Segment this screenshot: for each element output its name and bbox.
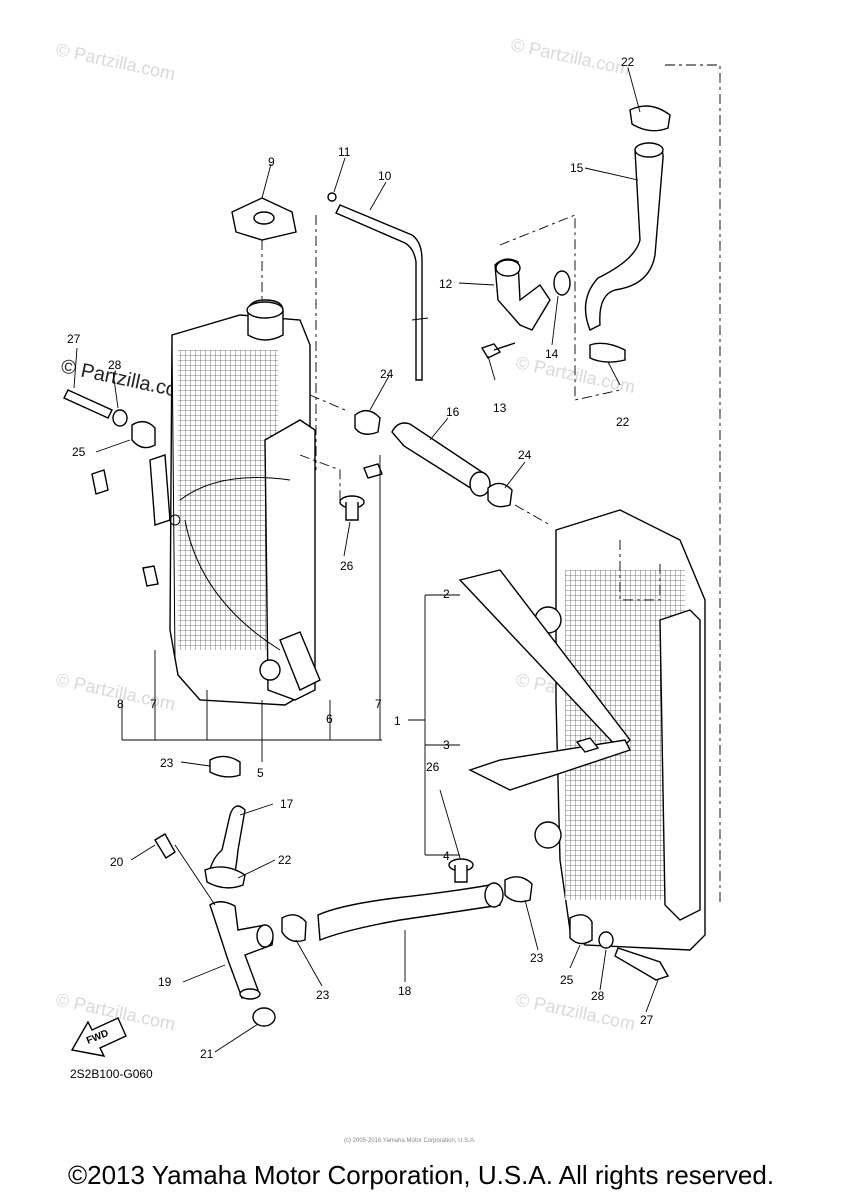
callout-2: 2 [443, 587, 450, 601]
stay-2 [458, 569, 631, 752]
callout-1: 1 [394, 714, 401, 728]
hose-clamp [589, 342, 626, 363]
callout-13: 13 [493, 401, 507, 415]
right-radiator [458, 509, 706, 951]
fine-print: (c) 2005-2016 Yamaha Motor Corporation, … [344, 1138, 476, 1144]
callout-25: 25 [560, 973, 574, 987]
callout-4: 4 [443, 849, 450, 863]
left-fasteners [63, 389, 159, 587]
watermark-text: © Partzilla.com [509, 34, 632, 79]
forward-arrow-icon: FWD [70, 1017, 127, 1057]
group-brackets [121, 64, 721, 905]
callout-28: 28 [108, 358, 122, 372]
watermark-text: © Partzilla.com [514, 989, 637, 1034]
callout-18: 18 [398, 984, 412, 998]
hose-clamp [629, 105, 671, 132]
callout-7: 7 [375, 697, 382, 711]
hose-clamp [354, 410, 381, 435]
callout-labels: 1 2 3 4 5 6 7 7 8 9 10 11 12 13 14 15 16… [67, 55, 654, 1061]
right-fasteners [569, 914, 670, 981]
callout-26: 26 [426, 760, 440, 774]
callout-3: 3 [443, 738, 450, 752]
middle-hose [309, 394, 551, 526]
callout-27: 27 [640, 1013, 654, 1027]
left-radiator [149, 299, 321, 706]
callout-17: 17 [280, 797, 294, 811]
leader-lines [73, 67, 659, 1053]
collar-right [448, 737, 600, 883]
callout-22: 22 [616, 415, 630, 429]
callout-19: 19 [158, 975, 172, 989]
lower-hose-left [204, 755, 246, 889]
radiator-cap [231, 197, 297, 300]
callout-23: 23 [530, 951, 544, 965]
diagram-code: 2S2B100-G060 [70, 1067, 153, 1081]
stay-3 [468, 739, 631, 791]
callout-21: 21 [200, 1047, 214, 1061]
collar-left [299, 454, 383, 521]
callout-23: 23 [316, 988, 330, 1002]
hose-clamp [504, 876, 533, 903]
watermarks: © Partzilla.com © Partzilla.com © Partzi… [54, 34, 637, 1034]
callout-26: 26 [340, 559, 354, 573]
callout-9: 9 [268, 155, 275, 169]
callout-25: 25 [72, 445, 86, 459]
hose-clamp [204, 866, 246, 889]
callout-6: 6 [326, 712, 333, 726]
callout-27: 27 [67, 332, 81, 346]
callout-7: 7 [150, 697, 157, 711]
callout-23: 23 [160, 756, 174, 770]
callout-16: 16 [446, 405, 460, 419]
upper-radiator-hose [584, 105, 671, 363]
coolant-elbow [480, 214, 621, 401]
hose-clamp [281, 914, 307, 943]
coolant-joint [154, 833, 276, 1027]
hose-clamp [209, 755, 241, 778]
callout-28: 28 [591, 989, 605, 1003]
callout-11: 11 [338, 145, 351, 159]
callout-24: 24 [380, 367, 394, 381]
callout-14: 14 [545, 347, 559, 361]
lower-hose-long [281, 876, 533, 943]
watermark-text: © Partzilla.com [54, 669, 177, 714]
copyright-notice: ©2013 Yamaha Motor Corporation, U.S.A. A… [67, 1160, 775, 1190]
callout-5: 5 [257, 766, 264, 780]
callout-8: 8 [117, 697, 124, 711]
callout-12: 12 [439, 277, 453, 291]
hose-clamp [487, 482, 513, 508]
callout-15: 15 [570, 161, 584, 175]
watermark-text: © Partzilla.com [54, 39, 177, 84]
callout-20: 20 [110, 855, 124, 869]
callout-22: 22 [621, 55, 635, 69]
callout-10: 10 [378, 169, 392, 183]
callout-22: 22 [278, 853, 292, 867]
callout-24: 24 [518, 448, 532, 462]
breather-hose [315, 192, 429, 470]
